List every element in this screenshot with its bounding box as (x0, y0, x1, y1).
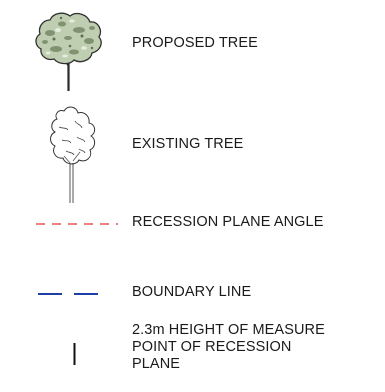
legend-label-boundary-line: BOUNDARY LINE (132, 284, 252, 300)
legend-label-height-measure-line-1: 2.3m HEIGHT OF MEASURE (132, 322, 325, 338)
legend-item-recession-plane-angle: RECESSION PLANE ANGLE (0, 210, 385, 240)
vertical-line (73, 343, 76, 365)
legend-label-existing-tree: EXISTING TREE (132, 136, 244, 152)
legend-item-existing-tree: EXISTING TREE (0, 95, 385, 205)
existing-tree-icon (44, 101, 100, 205)
legend-item-boundary-line: BOUNDARY LINE (0, 282, 385, 312)
legend-label-recession-plane-angle: RECESSION PLANE ANGLE (132, 214, 324, 230)
legend-item-height-measure: 2.3m HEIGHT OF MEASURE POINT OF RECESSIO… (0, 320, 385, 392)
legend-label-height-measure-line-3: PLANE (132, 356, 181, 372)
blue-dashed-line (38, 292, 104, 296)
legend-label-proposed-tree: PROPOSED TREE (132, 35, 258, 51)
legend-label-height-measure-line-2: POINT OF RECESSION (132, 339, 292, 355)
proposed-tree-icon (32, 8, 108, 92)
legend-item-proposed-tree: PROPOSED TREE (0, 0, 385, 100)
legend-label-height-measure: 2.3m HEIGHT OF MEASURE POINT OF RECESSIO… (132, 322, 372, 373)
red-dashed-line (36, 222, 118, 226)
